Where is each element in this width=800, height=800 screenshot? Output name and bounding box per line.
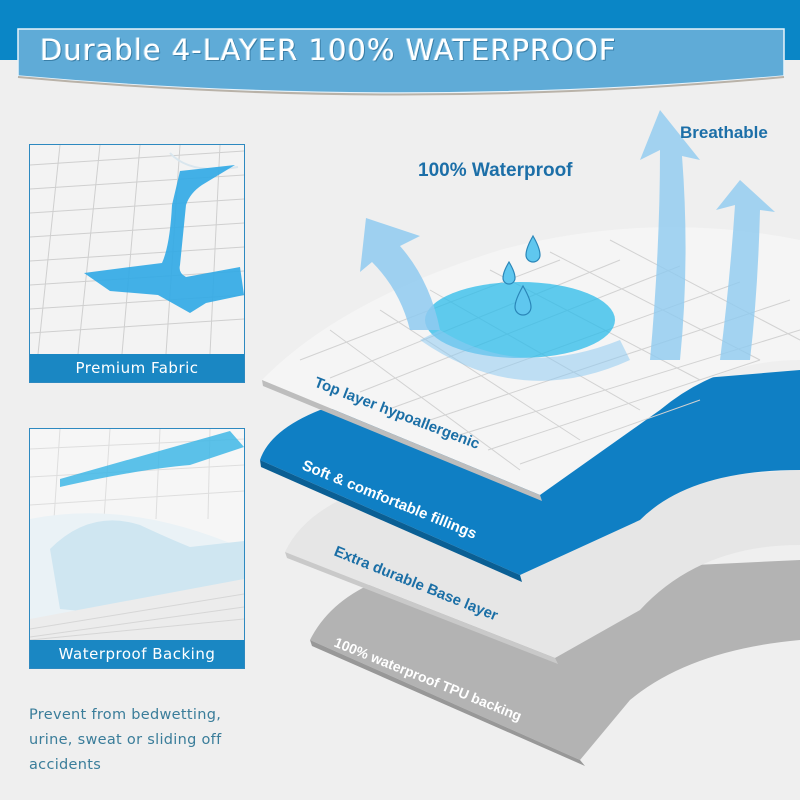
- waterproof-backing-label: Waterproof Backing: [30, 640, 244, 668]
- breathable-arrow-icon: [640, 110, 700, 360]
- breathable-arrow-icon: [716, 180, 775, 360]
- waterproof-callout: 100% Waterproof: [418, 160, 573, 181]
- description-line: accidents: [29, 757, 102, 773]
- water-pool: [425, 282, 615, 358]
- page-title: Durable 4-LAYER 100% WATERPROOF: [40, 33, 617, 67]
- description-line: urine, sweat or sliding off: [29, 732, 222, 748]
- description-text: Prevent from bedwetting, urine, sweat or…: [29, 703, 309, 778]
- title-ribbon: Durable 4-LAYER 100% WATERPROOF: [0, 0, 800, 110]
- fabric-spill-image: [30, 145, 244, 354]
- description-line: Prevent from bedwetting,: [29, 707, 222, 723]
- water-drop-icons: [502, 234, 541, 316]
- breathable-callout: Breathable: [680, 123, 768, 142]
- waterproof-backing-panel: Waterproof Backing: [29, 428, 245, 669]
- waterproof-arrow-icon: [360, 218, 440, 330]
- ribbon-shape: [17, 28, 785, 96]
- premium-fabric-panel: Premium Fabric: [29, 144, 245, 383]
- premium-fabric-label: Premium Fabric: [30, 354, 244, 382]
- backing-image: [30, 429, 244, 640]
